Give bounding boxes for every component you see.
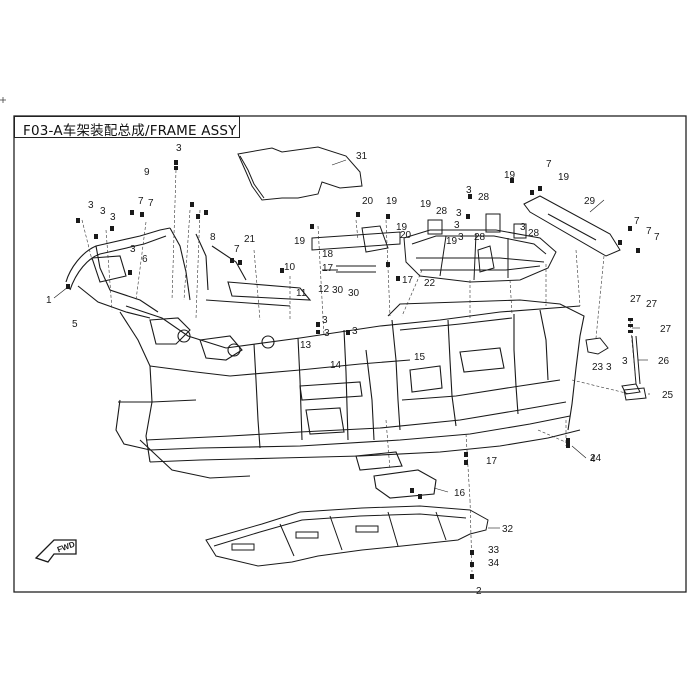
callout-3: 3 bbox=[606, 362, 612, 373]
callout-19: 19 bbox=[558, 172, 570, 183]
callout-28: 28 bbox=[528, 228, 540, 239]
callout-3: 3 bbox=[110, 212, 116, 223]
page-title: F03-A车架装配总成/FRAME ASSY bbox=[23, 123, 237, 139]
callout-21: 21 bbox=[244, 234, 256, 245]
callout-leaders bbox=[53, 159, 650, 529]
callout-17: 17 bbox=[486, 456, 498, 467]
callout-4: 4 bbox=[590, 454, 596, 465]
callout-15: 15 bbox=[414, 352, 426, 363]
callout-10: 10 bbox=[284, 262, 296, 273]
callout-14: 14 bbox=[330, 360, 342, 371]
callout-1: 1 bbox=[46, 295, 52, 306]
corner-ticks bbox=[0, 97, 6, 103]
callout-3: 3 bbox=[324, 328, 330, 339]
callout-3: 3 bbox=[100, 206, 106, 217]
callout-5: 5 bbox=[72, 319, 78, 330]
part-floor-panel bbox=[237, 146, 363, 201]
part-front-frame bbox=[65, 227, 312, 479]
part-rear-rack bbox=[403, 213, 557, 283]
fwd-arrow: FWD bbox=[34, 539, 77, 563]
callout-19: 19 bbox=[396, 222, 408, 233]
callout-18: 18 bbox=[322, 249, 334, 260]
callout-17: 17 bbox=[322, 263, 334, 274]
callout-7: 7 bbox=[646, 226, 652, 237]
callout-2: 2 bbox=[476, 586, 482, 597]
callout-3: 3 bbox=[322, 315, 328, 326]
callout-3: 3 bbox=[454, 220, 460, 231]
callout-27: 27 bbox=[646, 299, 658, 310]
callout-19: 19 bbox=[294, 236, 306, 247]
callout-3: 3 bbox=[456, 208, 462, 219]
callout-3: 3 bbox=[458, 232, 464, 243]
callout-3: 3 bbox=[622, 356, 628, 367]
callout-labels: 1 2 3 3 3 3 3 3 3 3 3 3 3 3 3 3 3 4 5 6 … bbox=[46, 143, 674, 597]
part-rear-bar bbox=[523, 195, 621, 257]
callout-7: 7 bbox=[234, 244, 240, 255]
part-small-plate bbox=[623, 387, 647, 401]
callout-17: 17 bbox=[402, 275, 414, 286]
callout-3: 3 bbox=[88, 200, 94, 211]
callout-28: 28 bbox=[436, 206, 448, 217]
callout-27: 27 bbox=[660, 324, 672, 335]
callout-3: 3 bbox=[352, 326, 358, 337]
callout-31: 31 bbox=[356, 151, 368, 162]
callout-3: 3 bbox=[466, 185, 472, 196]
callout-27: 27 bbox=[630, 294, 642, 305]
part-main-chassis bbox=[145, 299, 585, 499]
callout-8: 8 bbox=[210, 232, 216, 243]
callout-19: 19 bbox=[420, 199, 432, 210]
callout-20: 20 bbox=[362, 196, 374, 207]
callout-29: 29 bbox=[584, 196, 596, 207]
callout-7: 7 bbox=[654, 232, 660, 243]
callout-30: 30 bbox=[348, 288, 360, 299]
callout-3: 3 bbox=[520, 222, 526, 233]
fasteners bbox=[66, 160, 640, 579]
part-cross-bar bbox=[311, 225, 401, 273]
callout-33: 33 bbox=[488, 545, 500, 556]
callout-30: 30 bbox=[332, 285, 344, 296]
callout-16: 16 bbox=[454, 488, 466, 499]
callout-26: 26 bbox=[658, 356, 670, 367]
title-box: F03-A车架装配总成/FRAME ASSY bbox=[14, 116, 240, 139]
callout-25: 25 bbox=[662, 390, 674, 401]
callout-19: 19 bbox=[386, 196, 398, 207]
callout-7: 7 bbox=[138, 196, 144, 207]
callout-28: 28 bbox=[474, 232, 486, 243]
callout-3: 3 bbox=[176, 143, 182, 154]
callout-24: 24 bbox=[590, 453, 602, 464]
callout-13: 13 bbox=[300, 340, 312, 351]
callout-7: 7 bbox=[148, 198, 154, 209]
callout-20: 20 bbox=[400, 230, 412, 241]
callout-32: 32 bbox=[502, 524, 514, 535]
part-skid-plate bbox=[205, 505, 489, 567]
callout-9: 9 bbox=[144, 167, 150, 178]
callout-7: 7 bbox=[634, 216, 640, 227]
callout-3: 3 bbox=[130, 244, 136, 255]
callout-7: 7 bbox=[546, 159, 552, 170]
drawing-border bbox=[13, 115, 687, 593]
callout-23: 23 bbox=[592, 362, 604, 373]
callout-6: 6 bbox=[142, 254, 148, 265]
callout-34: 34 bbox=[488, 558, 500, 569]
callout-19: 19 bbox=[446, 236, 458, 247]
callout-28: 28 bbox=[478, 192, 490, 203]
callout-12: 12 bbox=[318, 284, 330, 295]
callout-19: 19 bbox=[504, 170, 516, 181]
leader-lines bbox=[81, 169, 637, 573]
callout-22: 22 bbox=[424, 278, 436, 289]
callout-11: 11 bbox=[296, 288, 307, 299]
